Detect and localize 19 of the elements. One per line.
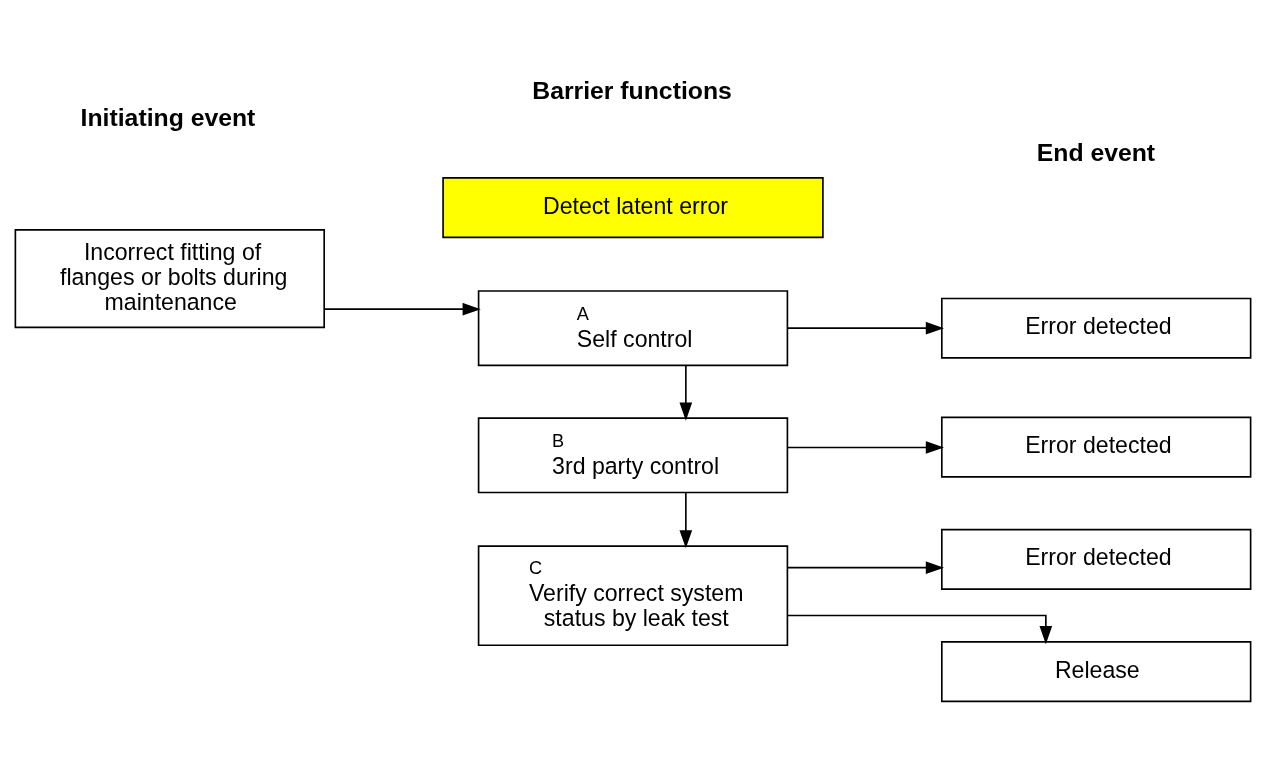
arrow [323, 302, 481, 316]
node-box: Error detected [941, 528, 1252, 590]
node-box: Error detected [941, 416, 1252, 478]
label: Barrier functions [532, 77, 732, 105]
arrow [787, 441, 944, 454]
arrow [787, 561, 944, 574]
node-box: A Self control [477, 290, 789, 367]
label: Initiating event [80, 103, 256, 131]
node-box: Error detected [941, 297, 1252, 359]
arrow [787, 321, 944, 335]
arrow [679, 492, 693, 549]
node-box: C Verify correct system status by leak test [477, 545, 789, 647]
node-box: B 3rd party control [477, 417, 789, 494]
label: End event [1036, 138, 1156, 166]
node-box: Release [941, 641, 1252, 703]
arrow [679, 364, 693, 421]
node-box: Incorrect fitting of flanges or bolts during maintenance [14, 229, 325, 329]
node-box: Detect latent error [442, 177, 824, 239]
arrow [787, 614, 1053, 645]
